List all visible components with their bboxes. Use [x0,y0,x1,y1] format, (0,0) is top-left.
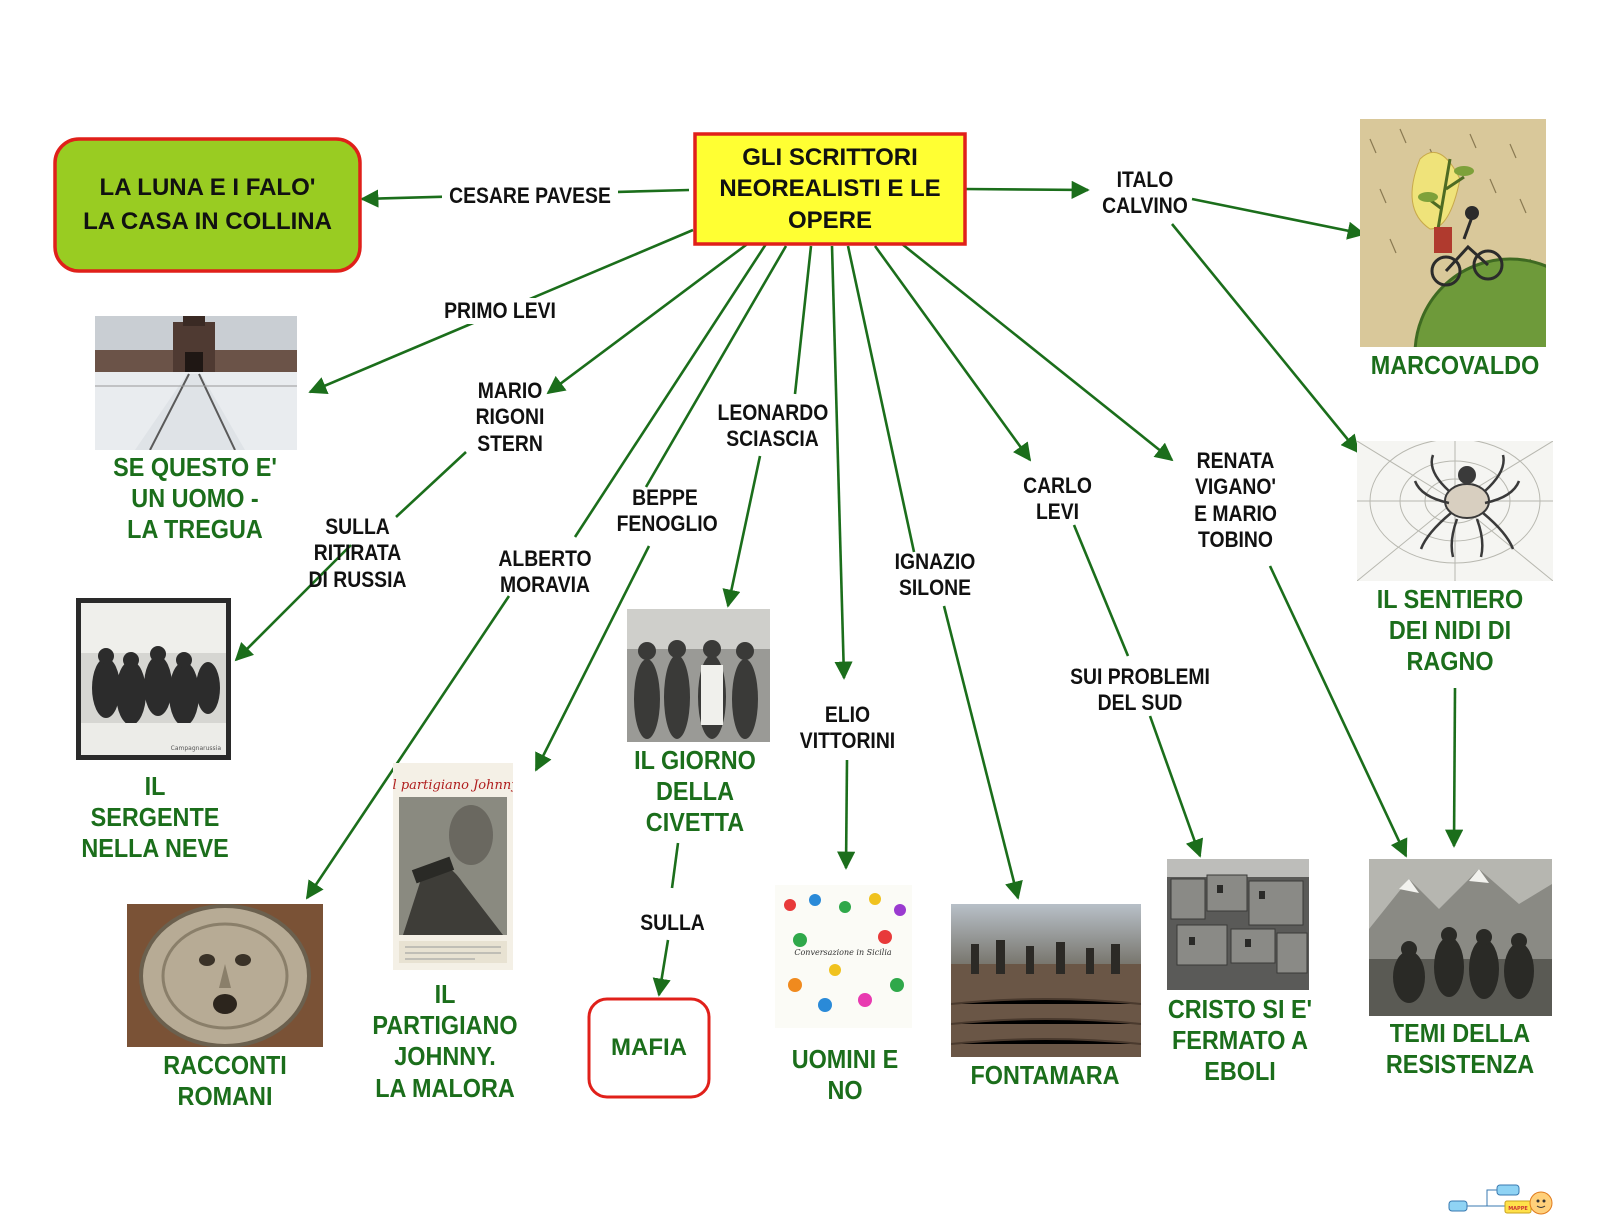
work-se-questo: SE QUESTO E' UN UOMO - LA TREGUA [113,452,277,545]
photo-caption: Campagnarussia [171,745,222,752]
work-johnny: IL PARTIGIANO JOHNNY. LA MALORA [372,979,518,1103]
label-carlo-levi: CARLO LEVI [1023,473,1092,525]
photo-fontamara [951,904,1141,1057]
mafia-box [587,997,711,1099]
photo-resistenza [1369,859,1552,1016]
work-fontamara: FONTAMARA [970,1060,1120,1090]
label-rigoni-stern: MARIO RIGONI STERN [475,378,545,456]
photo-auschwitz [95,316,297,450]
link-fenoglio-johnny [534,545,651,772]
link-sentiero-resistenza [1445,687,1464,848]
label-vittorini: ELIO VITTORINI [799,702,896,754]
link-sulla-mafia [652,939,671,997]
link-sud-eboli [1148,715,1204,858]
link-carlo-levi-sud [1072,524,1130,657]
work-sergente: IL SERGENTE NELLA NEVE [81,771,229,864]
photo-eboli [1167,859,1309,990]
book-title: Conversazione in Sicilia [794,948,892,957]
label-russia: SULLA RITIRATA DI RUSSIA [308,514,407,592]
link-calvino-marcovaldo [1191,197,1366,240]
luna-falo-title: LA LUNA E I FALO' LA CASA IN COLLINA [83,174,332,235]
link-center-silone [846,245,916,553]
link-center-sciascia [793,245,813,395]
illustration-marcovaldo [1360,119,1546,347]
link-rigoni-russia [395,451,467,518]
label-vigano-tobino: RENATA VIGANO' E MARIO TOBINO [1194,448,1277,553]
central-title: GLI SCRITTORI NEOREALISTI E LE OPERE [719,144,941,234]
link-center-calvino [962,180,1090,199]
label-sciascia: LEONARDO SCIASCIA [717,400,829,452]
link-center-carlo-levi [873,245,1032,462]
label-calvino: ITALO CALVINO [1102,167,1188,219]
link-sciascia-civetta [722,455,762,608]
link-center-vigano [901,242,1174,462]
poster-title: Il partigiano Johnny [393,778,513,793]
link-center-moravia [573,243,768,538]
poster-partigiano-johnny: Il partigiano Johnny [393,763,513,970]
luna-falo-box [53,137,362,273]
connectors [234,180,1464,997]
label-silone: IGNAZIO SILONE [894,549,976,601]
illustration-spider [1357,441,1553,581]
label-sulla: SULLA [640,910,705,935]
work-resistenza: TEMI DELLA RESISTENZA [1385,1018,1535,1080]
logo-text: MAPPE [1508,1206,1528,1212]
work-marcovaldo: MARCOVALDO [1370,350,1540,380]
label-pavese: CESARE PAVESE [442,183,618,210]
link-moravia-racconti [305,595,511,900]
mafia-title: MAFIA [611,1034,687,1061]
link-civetta-sulla [670,842,680,889]
photo-soldiers-snow: Campagnarussia [76,598,231,760]
work-giorno-civetta: IL GIORNO DELLA CIVETTA [634,745,756,838]
link-center-fenoglio [644,245,788,488]
mappe-logo: MAPPE [1448,1184,1553,1215]
link-calvino-sentiero [1170,223,1360,454]
link-center-vittorini [830,245,853,680]
work-racconti-romani: RACCONTI ROMANI [163,1050,287,1112]
photo-bocca-verita [127,904,323,1047]
central-box [693,132,967,246]
label-fenoglio: BEPPE FENOGLIO [616,485,718,537]
label-problemi-sud: SUI PROBLEMI DEL SUD [1070,664,1210,716]
link-vigano-resistenza [1268,565,1408,858]
link-silone-fontamara [942,605,1023,900]
book-cover-vittorini: Conversazione in Sicilia [775,885,912,1028]
photo-giorno-civetta [627,609,770,742]
work-uomini-no: UOMINI E NO [791,1044,899,1106]
link-russia-sergente [234,544,352,662]
work-sentiero: IL SENTIERO DEI NIDI DI RAGNO [1376,584,1524,677]
link-center-rigoni [546,240,751,395]
link-vittorini-uomini [837,759,856,870]
label-primo-levi: PRIMO LEVI [434,298,566,325]
work-cristo-eboli: CRISTO SI E' FERMATO A EBOLI [1167,994,1313,1087]
label-moravia: ALBERTO MORAVIA [498,546,592,598]
